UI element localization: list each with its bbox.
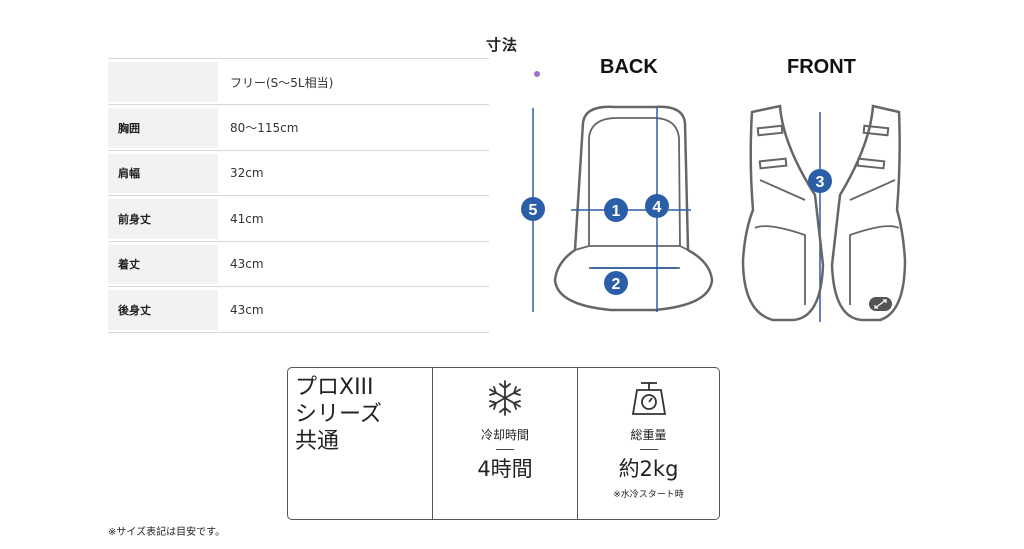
marker-2-label: 2 — [612, 276, 621, 293]
page-title: 寸法 — [486, 36, 519, 54]
measure-markers: 1 2 3 4 5 — [521, 169, 832, 295]
row-value: 43cm — [230, 257, 264, 272]
front-pockets — [756, 124, 890, 170]
row-value: 32cm — [230, 166, 264, 181]
marker-4-label: 4 — [653, 199, 662, 216]
row-label: 後身丈 — [108, 290, 218, 330]
series-line: 共通 — [295, 429, 340, 454]
table-row: 着丈 43cm — [108, 242, 489, 287]
scale-icon — [631, 382, 666, 415]
front-label: FRONT — [787, 56, 856, 78]
back-label: BACK — [600, 56, 658, 78]
weight-spec: 総重量 約2kg ※水冷スタート時 — [577, 368, 719, 519]
row-label: 着丈 — [108, 244, 218, 284]
marker-3-label: 3 — [816, 174, 825, 191]
series-line: プロXIII — [295, 375, 374, 400]
series-line: シリーズ — [295, 402, 382, 427]
footnote: ※サイズ表記は目安です。 — [108, 527, 226, 538]
front-vest-outline — [741, 104, 907, 322]
size-table: フリー(S〜5L相当) 胸囲 80〜115cm 肩幅 32cm 前身丈 41cm… — [108, 58, 489, 333]
marker-5-label: 5 — [529, 202, 538, 219]
table-row: 胸囲 80〜115cm — [108, 105, 489, 151]
cooling-label: 冷却時間 — [480, 428, 529, 442]
divider — [639, 449, 658, 450]
row-label: 前身丈 — [108, 199, 218, 239]
divider — [496, 449, 514, 450]
row-value: 43cm — [230, 302, 264, 317]
marker-1-label: 1 — [612, 203, 621, 220]
marker-5: 5 — [521, 197, 545, 221]
marker-3: 3 — [808, 169, 832, 193]
weight-label: 総重量 — [630, 428, 667, 442]
table-row: 肩幅 32cm — [108, 151, 489, 196]
row-label: 肩幅 — [108, 153, 218, 193]
marker-4: 4 — [645, 194, 669, 218]
accent-dot — [534, 71, 540, 77]
row-value: 80〜115cm — [230, 121, 299, 136]
cooling-spec: 冷却時間 4時間 — [432, 368, 577, 519]
spec-box: プロXIII シリーズ 共通 冷却時間 4時間 — [287, 367, 720, 520]
weight-note: ※水冷スタート時 — [613, 490, 684, 500]
series-compat: プロXIII シリーズ 共通 — [288, 368, 432, 519]
table-row: 後身丈 43cm — [108, 287, 489, 333]
zoom-icon — [869, 297, 892, 311]
row-label — [108, 62, 218, 102]
marker-2: 2 — [604, 271, 628, 295]
weight-value: 約2kg — [618, 457, 679, 481]
cooling-value: 4時間 — [477, 457, 533, 481]
row-value: 41cm — [230, 211, 264, 226]
marker-1: 1 — [604, 198, 628, 222]
table-row: 前身丈 41cm — [108, 196, 489, 242]
row-label: 胸囲 — [108, 108, 218, 148]
table-row: フリー(S〜5L相当) — [108, 59, 489, 105]
vest-diagram: BACK FRONT — [505, 50, 925, 340]
vest-drawing — [532, 104, 907, 322]
snowflake-icon — [489, 380, 521, 416]
row-value: フリー(S〜5L相当) — [230, 75, 334, 90]
